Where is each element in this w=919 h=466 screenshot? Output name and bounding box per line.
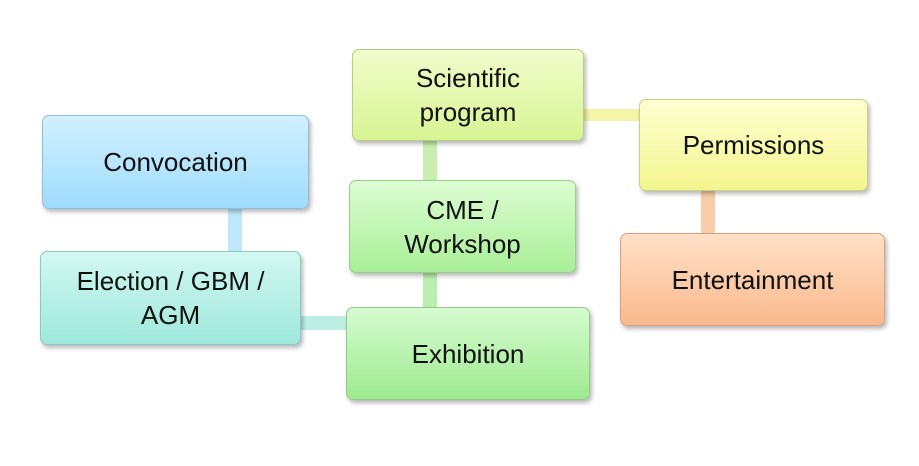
connector-scientific-cme (423, 138, 437, 184)
connector-convocation-election (228, 205, 242, 255)
node-entertainment: Entertainment (620, 233, 885, 326)
connector-permissions-entertainment (701, 187, 715, 237)
node-convocation: Convocation (42, 115, 309, 209)
connector-scientific-permissions (580, 109, 643, 121)
node-permissions: Permissions (639, 99, 868, 191)
connector-election-exhibition (296, 316, 352, 330)
connector-cme-exhibition (423, 270, 437, 310)
node-exhibition: Exhibition (346, 307, 590, 400)
node-scientific-program: Scientific program (352, 49, 584, 141)
node-election-gbm-agm: Election / GBM / AGM (40, 251, 301, 345)
node-cme-workshop: CME / Workshop (349, 180, 576, 273)
